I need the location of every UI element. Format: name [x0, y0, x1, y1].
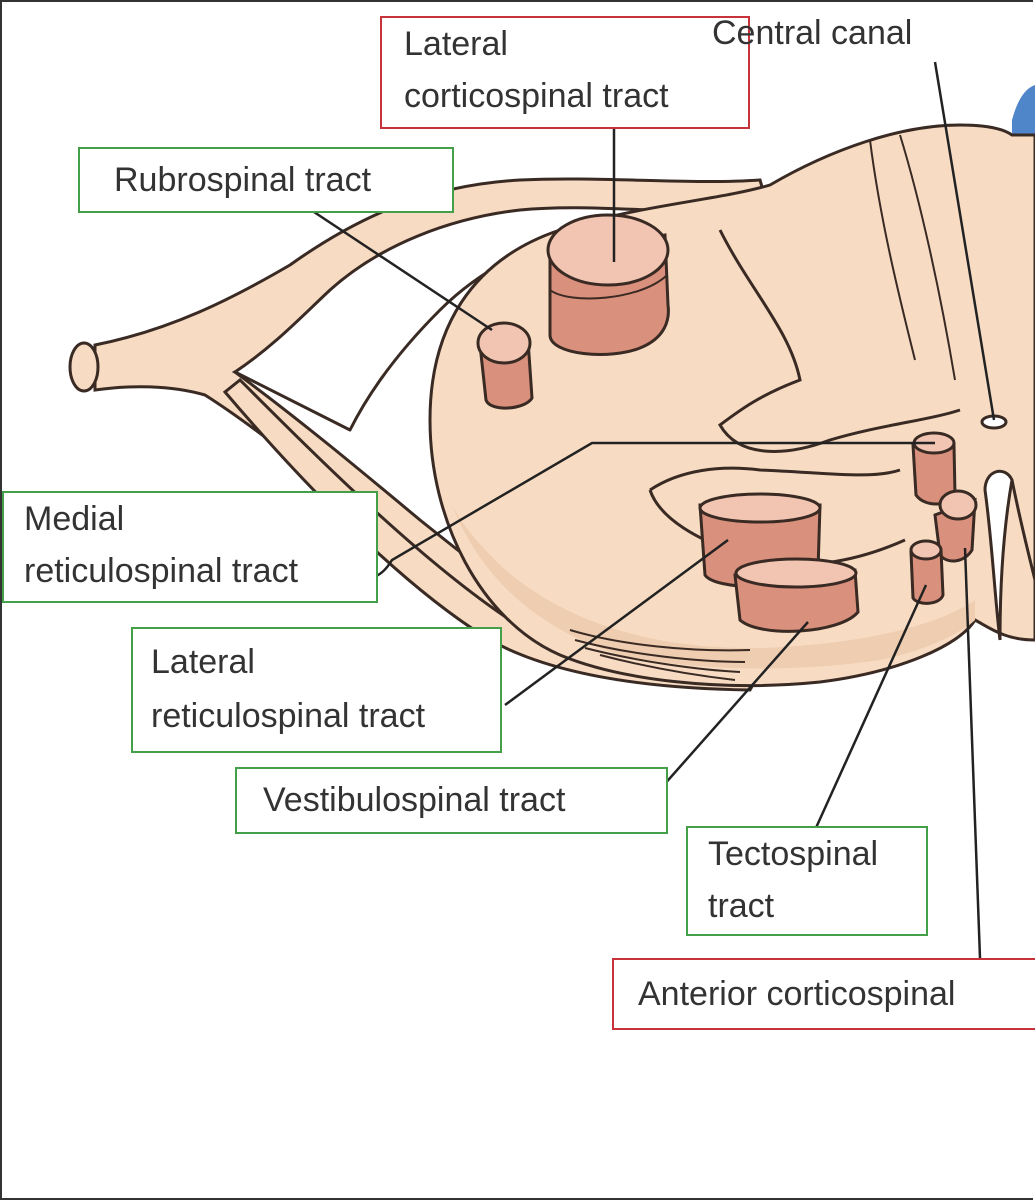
root-striations	[569, 629, 751, 681]
label-line: Tectospinal	[708, 835, 879, 873]
leader-rubrospinal	[307, 206, 493, 332]
label-lateral-reticulospinal-tract: Lateral reticulospinal tract	[131, 627, 502, 753]
right-half-edge	[1010, 479, 1035, 581]
label-tectospinal-tract: Tectospinal tract	[686, 826, 928, 936]
rubrospinal-tract-shape	[476, 321, 534, 410]
label-medial-reticulospinal-tract: Medial reticulospinal tract	[2, 491, 378, 603]
leader-central-canal	[933, 61, 996, 421]
label-rubrospinal-tract: Rubrospinal tract	[78, 147, 454, 213]
ventral-fissure	[983, 469, 1014, 641]
label-line: reticulospinal tract	[151, 697, 426, 735]
label-line: corticospinal tract	[404, 77, 669, 115]
leader-vestibulospinal	[654, 621, 809, 796]
label-line: Medial	[24, 500, 125, 538]
label-line: Lateral	[404, 25, 508, 63]
label-anterior-corticospinal-tract: Anterior corticospinal	[612, 958, 1035, 1030]
anterior-shade	[450, 500, 975, 669]
leader-anterior-corticospinal	[963, 547, 982, 959]
label-line: reticulospinal tract	[24, 552, 299, 590]
anterior-corticospinal-tract-shape	[933, 489, 978, 563]
leader-lateral-reticulospinal	[504, 538, 729, 707]
label-lateral-corticospinal-tract: Lateral corticospinal tract	[380, 16, 750, 129]
dorsal-septum	[869, 134, 956, 381]
root-cut-end	[68, 341, 100, 393]
lateral-corticospinal-tract-shape	[546, 213, 670, 356]
label-line: tract	[708, 887, 775, 925]
leader-tectospinal	[813, 584, 928, 831]
label-vestibulospinal-tract: Vestibulospinal tract	[235, 767, 668, 834]
label-line: Lateral	[151, 643, 255, 681]
tectospinal-tract-shape	[909, 539, 945, 605]
lateral-reticulospinal-tract-shape	[698, 492, 822, 588]
label-central-canal: Central canal	[712, 14, 913, 52]
vestibulospinal-tract-shape	[733, 557, 860, 633]
